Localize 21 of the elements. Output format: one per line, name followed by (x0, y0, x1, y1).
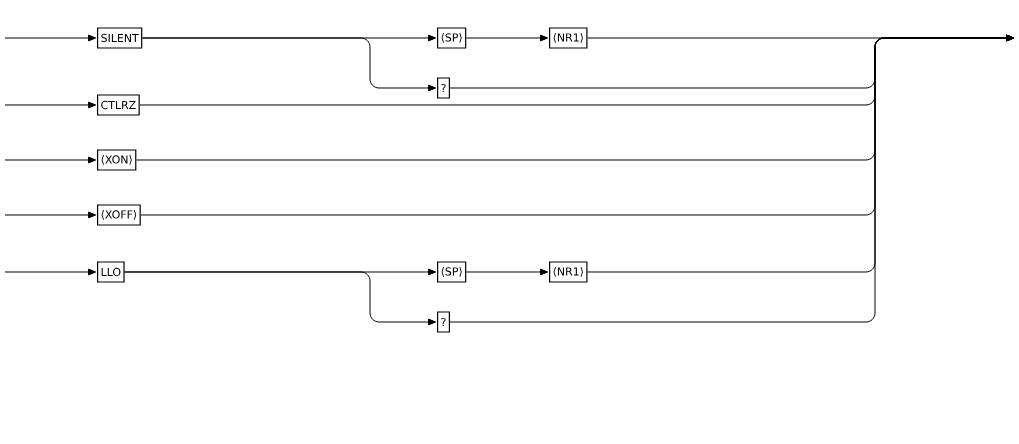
arrow (4, 34, 97, 42)
syntax-box: CTLRZ (97, 94, 140, 116)
syntax-box: ⟨XON⟩ (97, 149, 137, 171)
syntax-box: ⟨NR1⟩ (549, 261, 588, 283)
arrow (124, 271, 437, 326)
arrow (449, 34, 1015, 323)
arrow (4, 156, 97, 164)
syntax-box: LLO (97, 261, 125, 283)
syntax-box: ? (437, 77, 450, 99)
syntax-box: ⟨SP⟩ (437, 261, 467, 283)
syntax-box: ⟨XOFF⟩ (97, 204, 141, 226)
syntax-box: SILENT (97, 27, 143, 49)
arrow (4, 211, 97, 219)
arrow (141, 37, 437, 92)
syntax-box: ⟨SP⟩ (437, 27, 467, 49)
syntax-box: ⟨NR1⟩ (549, 27, 588, 49)
arrow (4, 101, 97, 109)
arrow (4, 268, 97, 276)
syntax-box: ? (437, 311, 450, 333)
arrow (465, 34, 549, 42)
arrow (465, 268, 549, 276)
